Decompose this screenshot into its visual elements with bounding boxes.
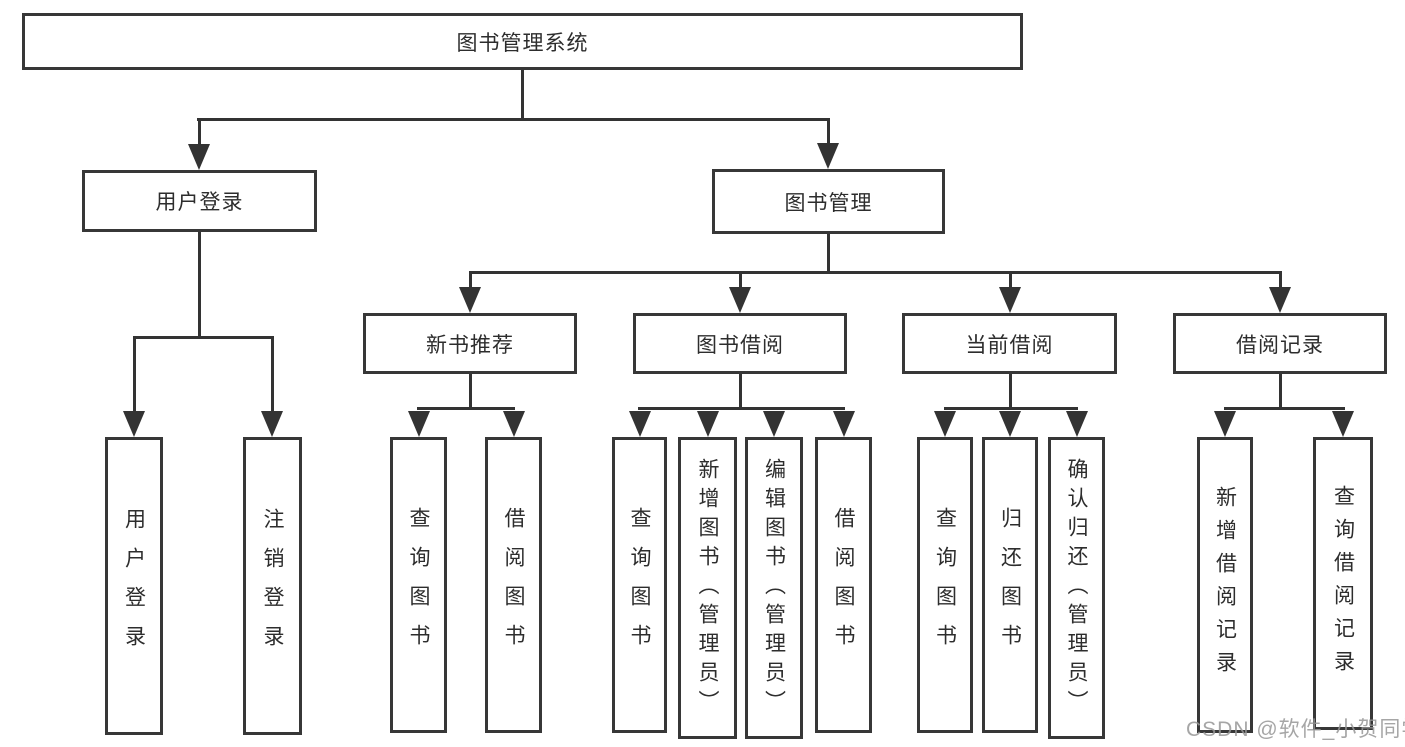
arrowhead-to-current-borrowing — [999, 287, 1021, 313]
edge-new-book-stem — [469, 374, 472, 410]
arrowhead-to-logout-leaf — [261, 411, 283, 437]
node-query-book-borrowing-label: 查询图书 — [628, 507, 651, 663]
node-root-label: 图书管理系统 — [456, 31, 589, 55]
arrowhead-bb-borrow-book — [833, 411, 855, 437]
arrowhead-bb-add-book — [697, 411, 719, 437]
edge-user-login-stem — [198, 232, 201, 339]
node-login-leaf: 用户登录 — [105, 437, 163, 735]
node-add-book-admin: 新增图书（管理员） — [678, 437, 737, 739]
node-logout-leaf: 注销登录 — [243, 437, 302, 735]
edge-new-book-split — [417, 407, 515, 410]
node-user-login: 用户登录 — [82, 170, 317, 232]
csdn-watermark: CSDN @软件_小贺同学 — [1186, 718, 1405, 741]
node-borrowing-records-label: 借阅记录 — [1236, 333, 1324, 357]
node-current-borrowing: 当前借阅 — [902, 313, 1117, 374]
edge-to-borrowing-records-shaft — [1279, 271, 1282, 290]
node-user-login-label: 用户登录 — [155, 191, 244, 214]
node-borrow-book-recommend: 借阅图书 — [485, 437, 542, 733]
node-book-management-label: 图书管理 — [784, 191, 873, 215]
edge-book-management-split — [469, 271, 1281, 274]
node-query-book-recommend-label: 查询图书 — [407, 507, 430, 663]
node-book-management: 图书管理 — [712, 169, 945, 234]
node-confirm-return-admin-label: 确认归还（管理员） — [1065, 457, 1088, 719]
node-borrow-book-borrowing-label: 借阅图书 — [832, 507, 855, 663]
edge-to-current-borrowing-shaft — [1009, 271, 1012, 290]
arrowhead-to-user-login — [188, 144, 210, 170]
node-return-book: 归还图书 — [982, 437, 1038, 733]
arrowhead-nb-borrow-book — [503, 411, 525, 437]
edge-user-login-split — [133, 336, 274, 339]
edge-current-borrowing-stem — [1009, 374, 1012, 410]
node-query-book-current-label: 查询图书 — [933, 507, 957, 663]
node-add-book-admin-label: 新增图书（管理员） — [696, 457, 719, 719]
edge-to-book-management-shaft — [827, 118, 830, 145]
node-book-borrowing-label: 图书借阅 — [696, 333, 784, 357]
arrowhead-cb-query-book — [934, 411, 956, 437]
node-edit-book-admin: 编辑图书（管理员） — [745, 437, 803, 739]
edge-borrowing-records-stem — [1279, 374, 1282, 410]
edge-current-borrowing-split — [944, 407, 1078, 410]
node-logout-leaf-label: 注销登录 — [261, 508, 284, 664]
edge-to-user-login-shaft — [198, 118, 201, 146]
node-new-book-recommend-label: 新书推荐 — [426, 333, 514, 357]
edge-to-login-leaf-shaft — [133, 336, 136, 413]
node-query-book-recommend: 查询图书 — [390, 437, 447, 733]
node-query-book-current: 查询图书 — [917, 437, 973, 733]
node-borrow-book-borrowing: 借阅图书 — [815, 437, 872, 733]
arrowhead-nb-query-book — [408, 411, 430, 437]
node-add-borrow-record: 新增借阅记录 — [1197, 437, 1253, 733]
edge-book-management-stem — [827, 234, 830, 274]
node-return-book-label: 归还图书 — [998, 507, 1022, 663]
node-borrow-book-recommend-label: 借阅图书 — [502, 507, 525, 663]
edge-to-new-book-shaft — [469, 271, 472, 290]
edge-book-borrowing-stem — [739, 374, 742, 410]
node-new-book-recommend: 新书推荐 — [363, 313, 577, 374]
arrowhead-bb-edit-book — [763, 411, 785, 437]
arrowhead-to-book-borrowing — [729, 287, 751, 313]
edge-root-stem — [521, 70, 524, 118]
arrowhead-br-add-record — [1214, 411, 1236, 437]
arrowhead-to-borrowing-records — [1269, 287, 1291, 313]
node-edit-book-admin-label: 编辑图书（管理员） — [762, 457, 786, 719]
node-query-book-borrowing: 查询图书 — [612, 437, 667, 733]
node-add-borrow-record-label: 新增借阅记录 — [1213, 486, 1237, 684]
node-query-borrow-record: 查询借阅记录 — [1313, 437, 1373, 730]
edge-to-book-borrowing-shaft — [739, 271, 742, 290]
node-root: 图书管理系统 — [22, 13, 1023, 70]
edge-root-split — [197, 118, 830, 121]
node-confirm-return-admin: 确认归还（管理员） — [1048, 437, 1105, 739]
edge-to-logout-leaf-shaft — [271, 336, 274, 413]
node-borrowing-records: 借阅记录 — [1173, 313, 1387, 374]
arrowhead-to-new-book — [459, 287, 481, 313]
node-book-borrowing: 图书借阅 — [633, 313, 847, 374]
arrowhead-cb-confirm-return — [1066, 411, 1088, 437]
arrowhead-to-login-leaf — [123, 411, 145, 437]
edge-book-borrowing-split — [638, 407, 845, 410]
arrowhead-br-query-record — [1332, 411, 1354, 437]
arrowhead-to-book-management — [817, 143, 839, 169]
edge-borrowing-records-split — [1224, 407, 1345, 410]
arrowhead-bb-query-book — [629, 411, 651, 437]
arrowhead-cb-return-book — [999, 411, 1021, 437]
node-query-borrow-record-label: 查询借阅记录 — [1331, 484, 1355, 683]
node-current-borrowing-label: 当前借阅 — [965, 333, 1054, 357]
node-login-leaf-label: 用户登录 — [122, 508, 146, 664]
